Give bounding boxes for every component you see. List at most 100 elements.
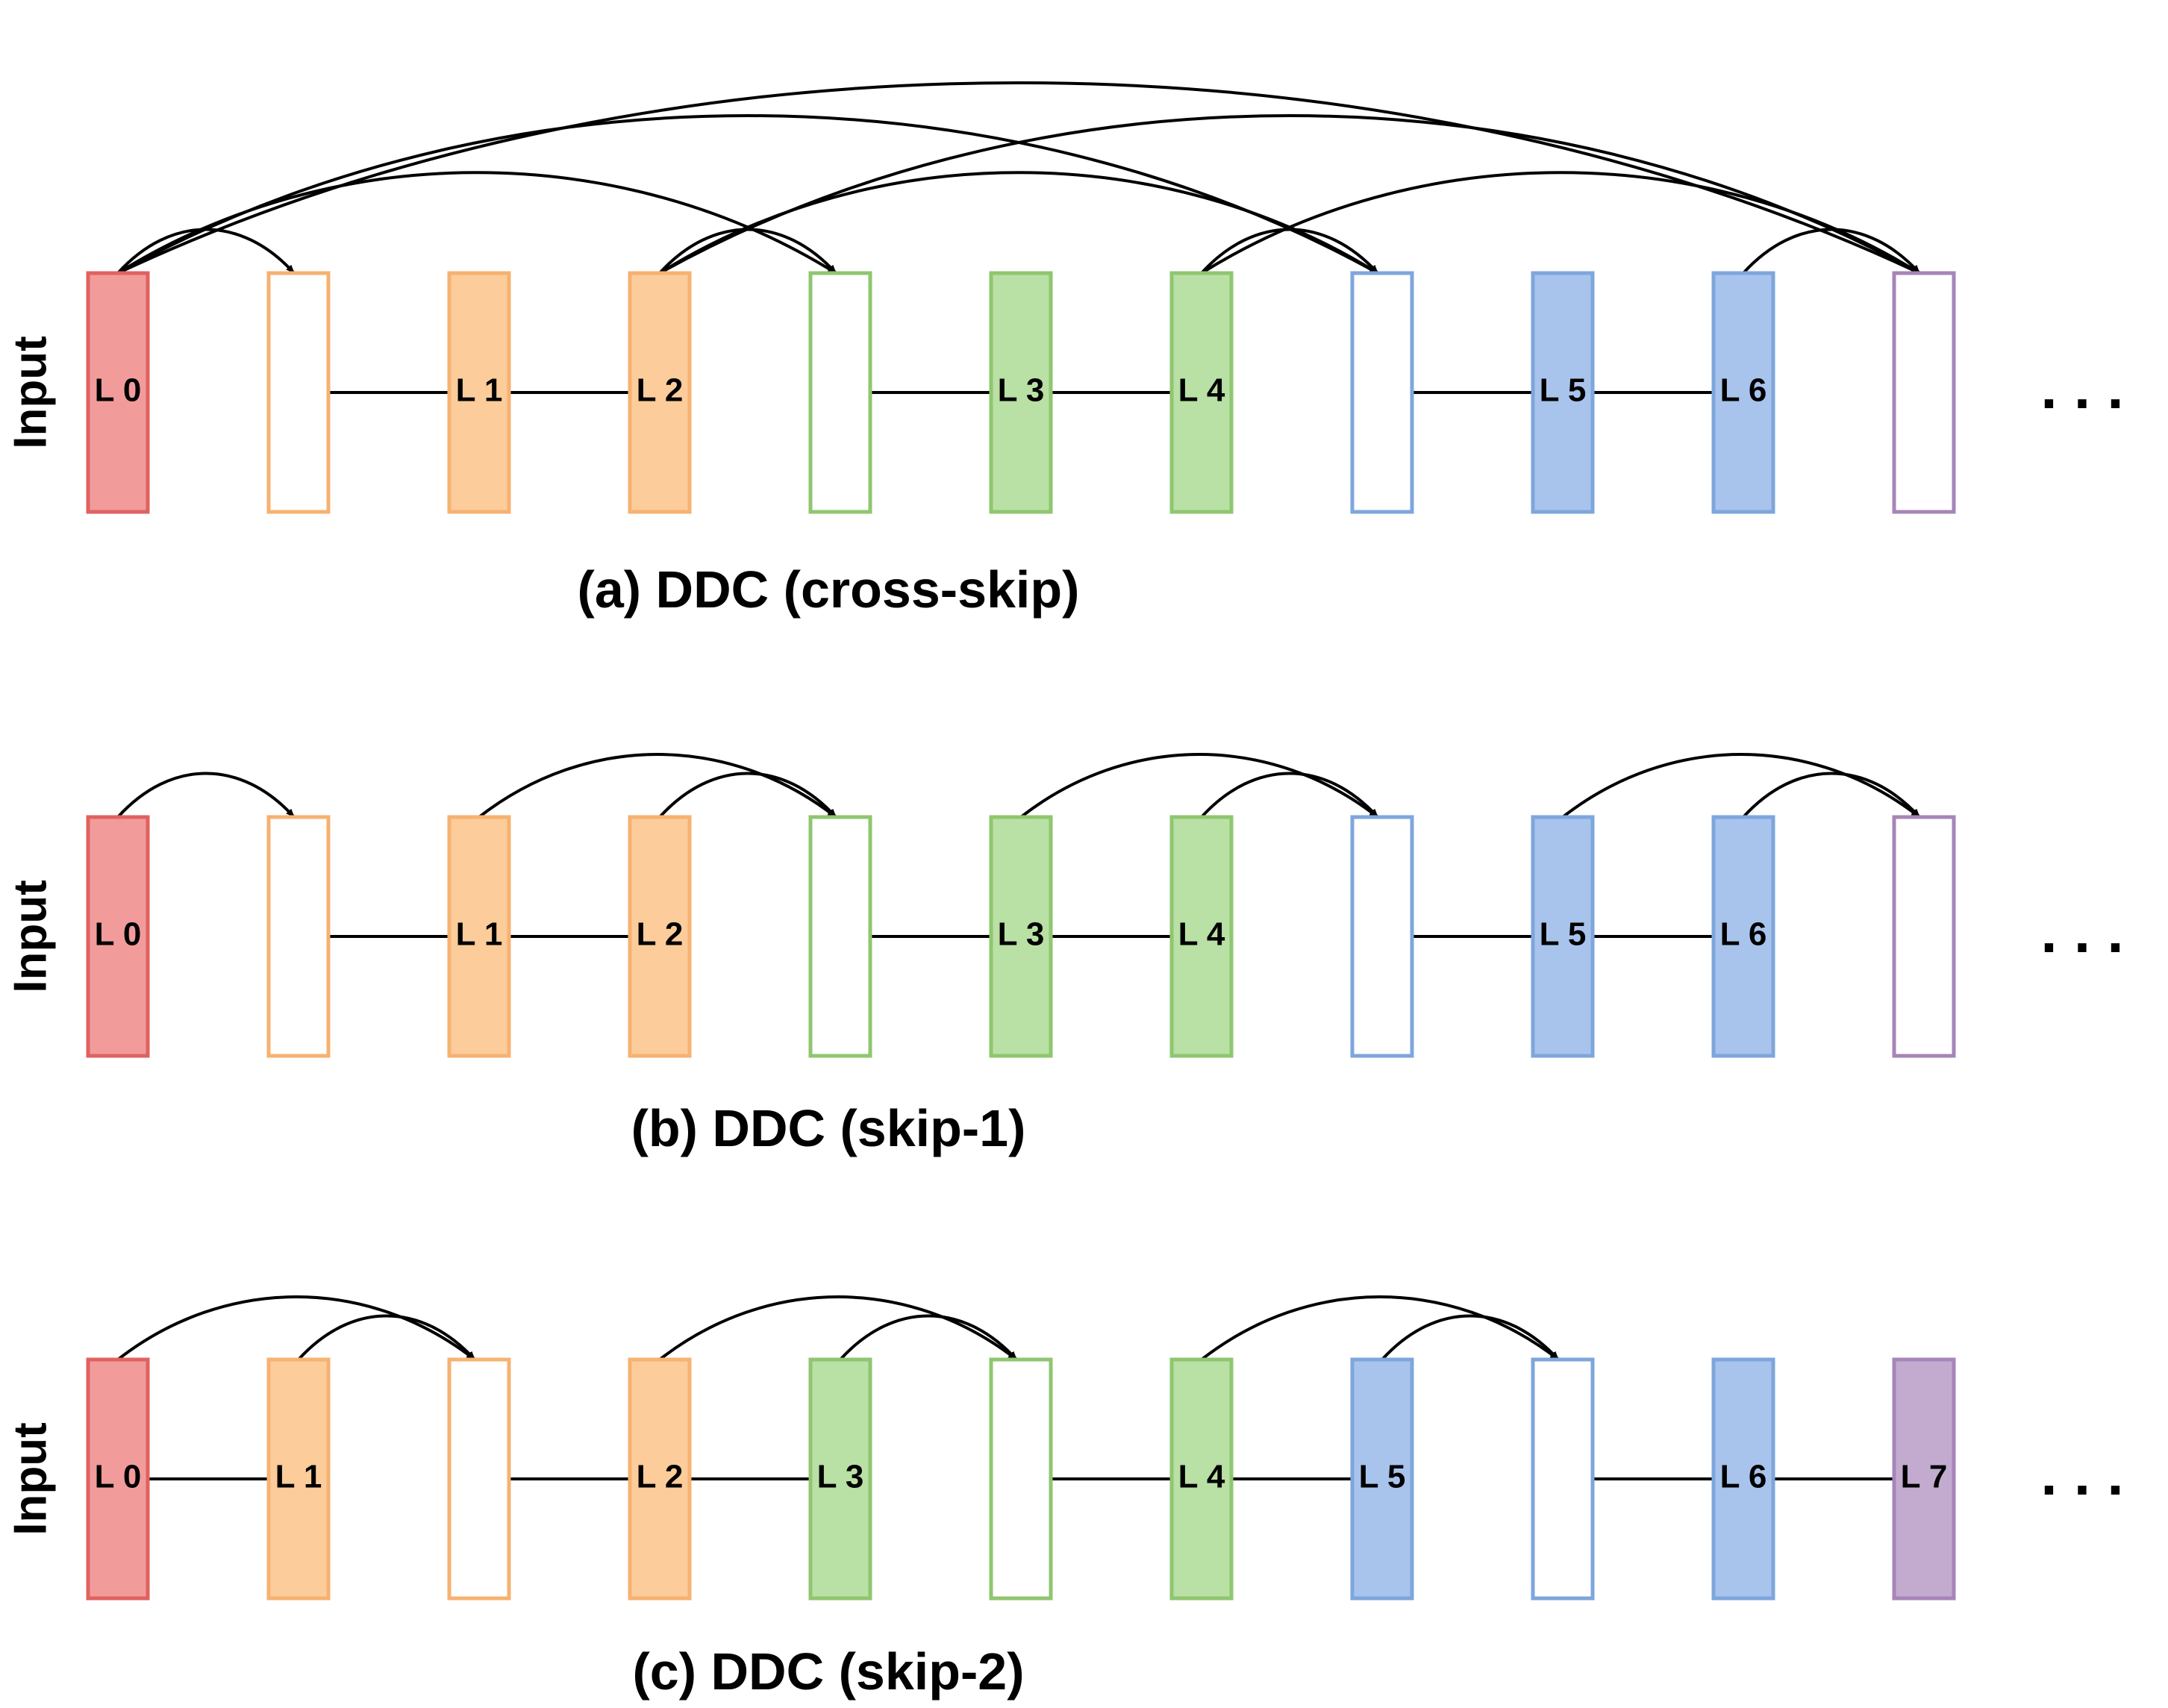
layer-box xyxy=(808,815,872,1058)
layer-node: L 6 xyxy=(1711,1357,1775,1601)
skip-arrow xyxy=(1381,1314,1560,1361)
layer-label: L 2 xyxy=(637,1459,684,1495)
layer-node: L 2 xyxy=(628,271,692,514)
layer-box xyxy=(447,815,511,1058)
layer-label: L 5 xyxy=(1540,372,1587,409)
layer-label: L 2 xyxy=(637,916,684,953)
layer-box xyxy=(808,271,872,514)
layer-box xyxy=(266,1357,331,1601)
layer-node: L 1 xyxy=(266,1357,331,1601)
layer-node: L 6 xyxy=(1711,815,1775,1058)
layer-box xyxy=(1531,271,1595,514)
skip-arrow xyxy=(1200,1295,1560,1361)
concat-node xyxy=(1350,271,1414,514)
layer-box xyxy=(1711,271,1775,514)
layer-node: L 4 xyxy=(1169,271,1234,514)
layer-label: L 2 xyxy=(637,372,684,409)
layer-box xyxy=(628,815,692,1058)
layer-node: L 0 xyxy=(86,815,150,1058)
skip-arrow xyxy=(839,1314,1018,1361)
skip-arrow xyxy=(478,753,837,819)
layer-box xyxy=(86,815,150,1058)
layer-label: L 1 xyxy=(275,1459,322,1495)
skip-arrow xyxy=(1742,228,1921,275)
layer-box xyxy=(1350,815,1414,1058)
skip-arrow xyxy=(1200,772,1379,819)
skip-arrow xyxy=(1561,753,1921,819)
layer-node: L 4 xyxy=(1169,815,1234,1058)
layer-label: L 0 xyxy=(95,372,142,409)
layer-label: L 3 xyxy=(998,916,1045,953)
layer-box xyxy=(1892,815,1956,1058)
layer-box xyxy=(86,271,150,514)
concat-node xyxy=(1892,271,1956,514)
layer-box xyxy=(266,271,331,514)
skip-arrow xyxy=(297,1314,476,1361)
layer-box xyxy=(447,1357,511,1601)
input-label: Input xyxy=(4,1422,56,1536)
ellipsis: . . . xyxy=(2040,354,2123,421)
layer-node: L 4 xyxy=(1169,1357,1234,1601)
layer-node: L 5 xyxy=(1531,815,1595,1058)
concat-node xyxy=(266,271,331,514)
layer-label: L 1 xyxy=(456,916,503,953)
skip-arrow xyxy=(116,1295,476,1361)
layer-label: L 3 xyxy=(817,1459,864,1495)
layer-node: L 5 xyxy=(1350,1357,1414,1601)
layer-box xyxy=(1711,1357,1775,1601)
skip-arrow xyxy=(658,772,837,819)
concat-node xyxy=(266,815,331,1058)
concat-node xyxy=(1892,815,1956,1058)
layer-box xyxy=(989,271,1053,514)
skip-arrow xyxy=(117,81,1921,275)
panel-caption: (c) DDC (skip-2) xyxy=(632,1642,1024,1701)
layer-node: L 5 xyxy=(1531,271,1595,514)
layer-label: L 4 xyxy=(1178,372,1225,409)
layer-node: L 3 xyxy=(808,1357,872,1601)
input-label: Input xyxy=(4,336,56,449)
concat-node xyxy=(1531,1357,1595,1601)
skip-arrow xyxy=(658,171,1379,275)
concat-node xyxy=(808,271,872,514)
layer-box xyxy=(989,1357,1053,1601)
skip-arrow xyxy=(658,228,837,275)
skip-connections xyxy=(116,753,1921,819)
layer-label: L 1 xyxy=(456,372,503,409)
layer-label: L 5 xyxy=(1540,916,1587,953)
layer-box xyxy=(1350,1357,1414,1601)
skip-connections xyxy=(116,81,1921,275)
concat-node xyxy=(1350,815,1414,1058)
skip-arrow xyxy=(659,114,1921,275)
layer-box xyxy=(808,1357,872,1601)
layer-label: L 6 xyxy=(1720,1459,1767,1495)
layer-box xyxy=(989,815,1053,1058)
layer-node: L 6 xyxy=(1711,271,1775,514)
layer-box xyxy=(1892,271,1956,514)
concat-node xyxy=(447,1357,511,1601)
layer-label: L 4 xyxy=(1178,1459,1225,1495)
layer-node: L 2 xyxy=(628,815,692,1058)
concat-node xyxy=(808,815,872,1058)
layer-box xyxy=(1350,271,1414,514)
layer-node: L 3 xyxy=(989,271,1053,514)
layer-label: L 6 xyxy=(1720,916,1767,953)
layer-node: L 3 xyxy=(989,815,1053,1058)
layer-box xyxy=(1169,815,1234,1058)
panel-caption: (b) DDC (skip-1) xyxy=(631,1099,1026,1157)
layer-box xyxy=(447,271,511,514)
skip-arrow xyxy=(1742,772,1921,819)
layer-label: L 0 xyxy=(95,916,142,953)
skip-arrow xyxy=(1019,753,1379,819)
layer-label: L 5 xyxy=(1359,1459,1406,1495)
layer-box xyxy=(1531,1357,1595,1601)
skip-arrow xyxy=(1200,228,1379,275)
layer-box xyxy=(628,1357,692,1601)
ellipsis: . . . xyxy=(2040,1441,2123,1507)
layer-box xyxy=(1892,1357,1956,1601)
layer-box xyxy=(1711,815,1775,1058)
layer-node: L 0 xyxy=(86,1357,150,1601)
